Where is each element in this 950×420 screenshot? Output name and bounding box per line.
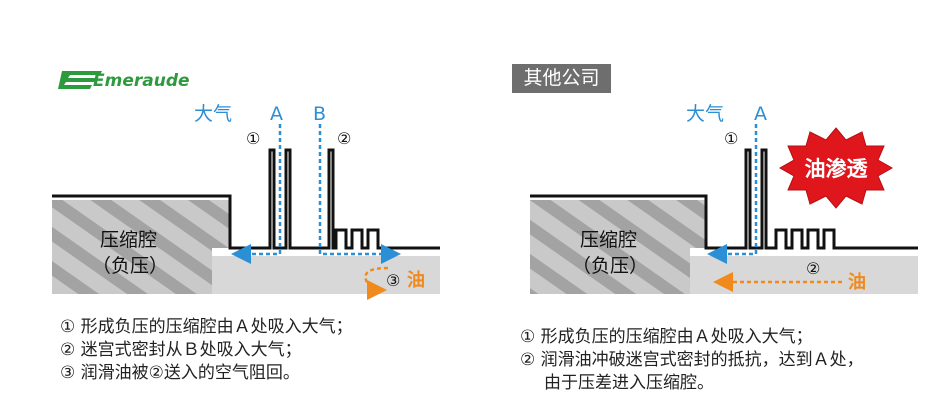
emeraude-logo: Emeraude	[58, 71, 190, 91]
left-oil-loop	[364, 266, 389, 300]
burst-text: 油渗透	[805, 157, 869, 181]
other-company-label: 其他公司	[512, 64, 611, 93]
left-marker-2: ②	[337, 129, 351, 148]
right-air-label: 大气	[686, 103, 724, 125]
left-marker-1: ①	[246, 129, 260, 148]
left-note: ② 迷宫式密封从Ｂ处吸入大气；	[60, 340, 302, 360]
right-marker-1: ①	[724, 129, 738, 148]
left-housing-outline	[52, 148, 440, 250]
oil-penetration-burst: 油渗透	[778, 127, 894, 209]
right-chamber	[530, 200, 706, 294]
left-marker-3: ③	[386, 271, 400, 290]
left-gray-band	[212, 256, 440, 294]
left-label-a: A	[270, 103, 283, 125]
left-air-path-b	[318, 124, 401, 264]
right-note: ① 形成负压的压缩腔由Ａ处吸入大气；	[520, 327, 813, 347]
brand-text: Emeraude	[93, 71, 190, 91]
right-chamber-title: 压缩腔	[580, 229, 637, 251]
right-note: 由于压差进入压缩腔。	[544, 373, 714, 393]
left-label-b: B	[313, 103, 326, 125]
right-oil-label: 油	[848, 271, 866, 293]
left-notes: ① 形成负压的压缩腔由Ａ处吸入大气； ② 迷宫式密封从Ｂ处吸入大气； ③ 润滑油…	[60, 316, 353, 385]
left-note: ③ 润滑油被②送入的空气阻回。	[60, 363, 300, 383]
left-chamber	[52, 200, 230, 294]
left-chamber-title: 压缩腔	[100, 229, 157, 251]
right-notes: ① 形成负压的压缩腔由Ａ处吸入大气； ② 润滑油冲破迷宫式密封的抵抗，达到Ａ处，…	[520, 326, 864, 395]
left-air-label: 大气	[194, 103, 232, 125]
right-gray-band	[690, 256, 918, 294]
right-diagram: 油渗透 大气 A ① ② 油 压缩腔 （负压）	[530, 103, 918, 294]
left-note: ① 形成负压的压缩腔由Ａ处吸入大气；	[60, 317, 353, 337]
right-note: ② 润滑油冲破迷宫式密封的抵抗，达到Ａ处，	[520, 350, 864, 370]
right-housing-outline	[530, 148, 918, 250]
right-label-a: A	[754, 103, 767, 125]
left-air-path-a	[231, 124, 282, 264]
right-air-path-a	[707, 124, 758, 264]
left-oil-label: 油	[407, 269, 425, 291]
left-diagram: Emeraude 大气 A B ① ② ③ 油 压缩腔 （负压）	[52, 71, 440, 300]
right-marker-2: ②	[806, 259, 820, 278]
right-chamber-subtitle: （负压）	[572, 255, 648, 277]
left-chamber-subtitle: （负压）	[92, 255, 168, 277]
